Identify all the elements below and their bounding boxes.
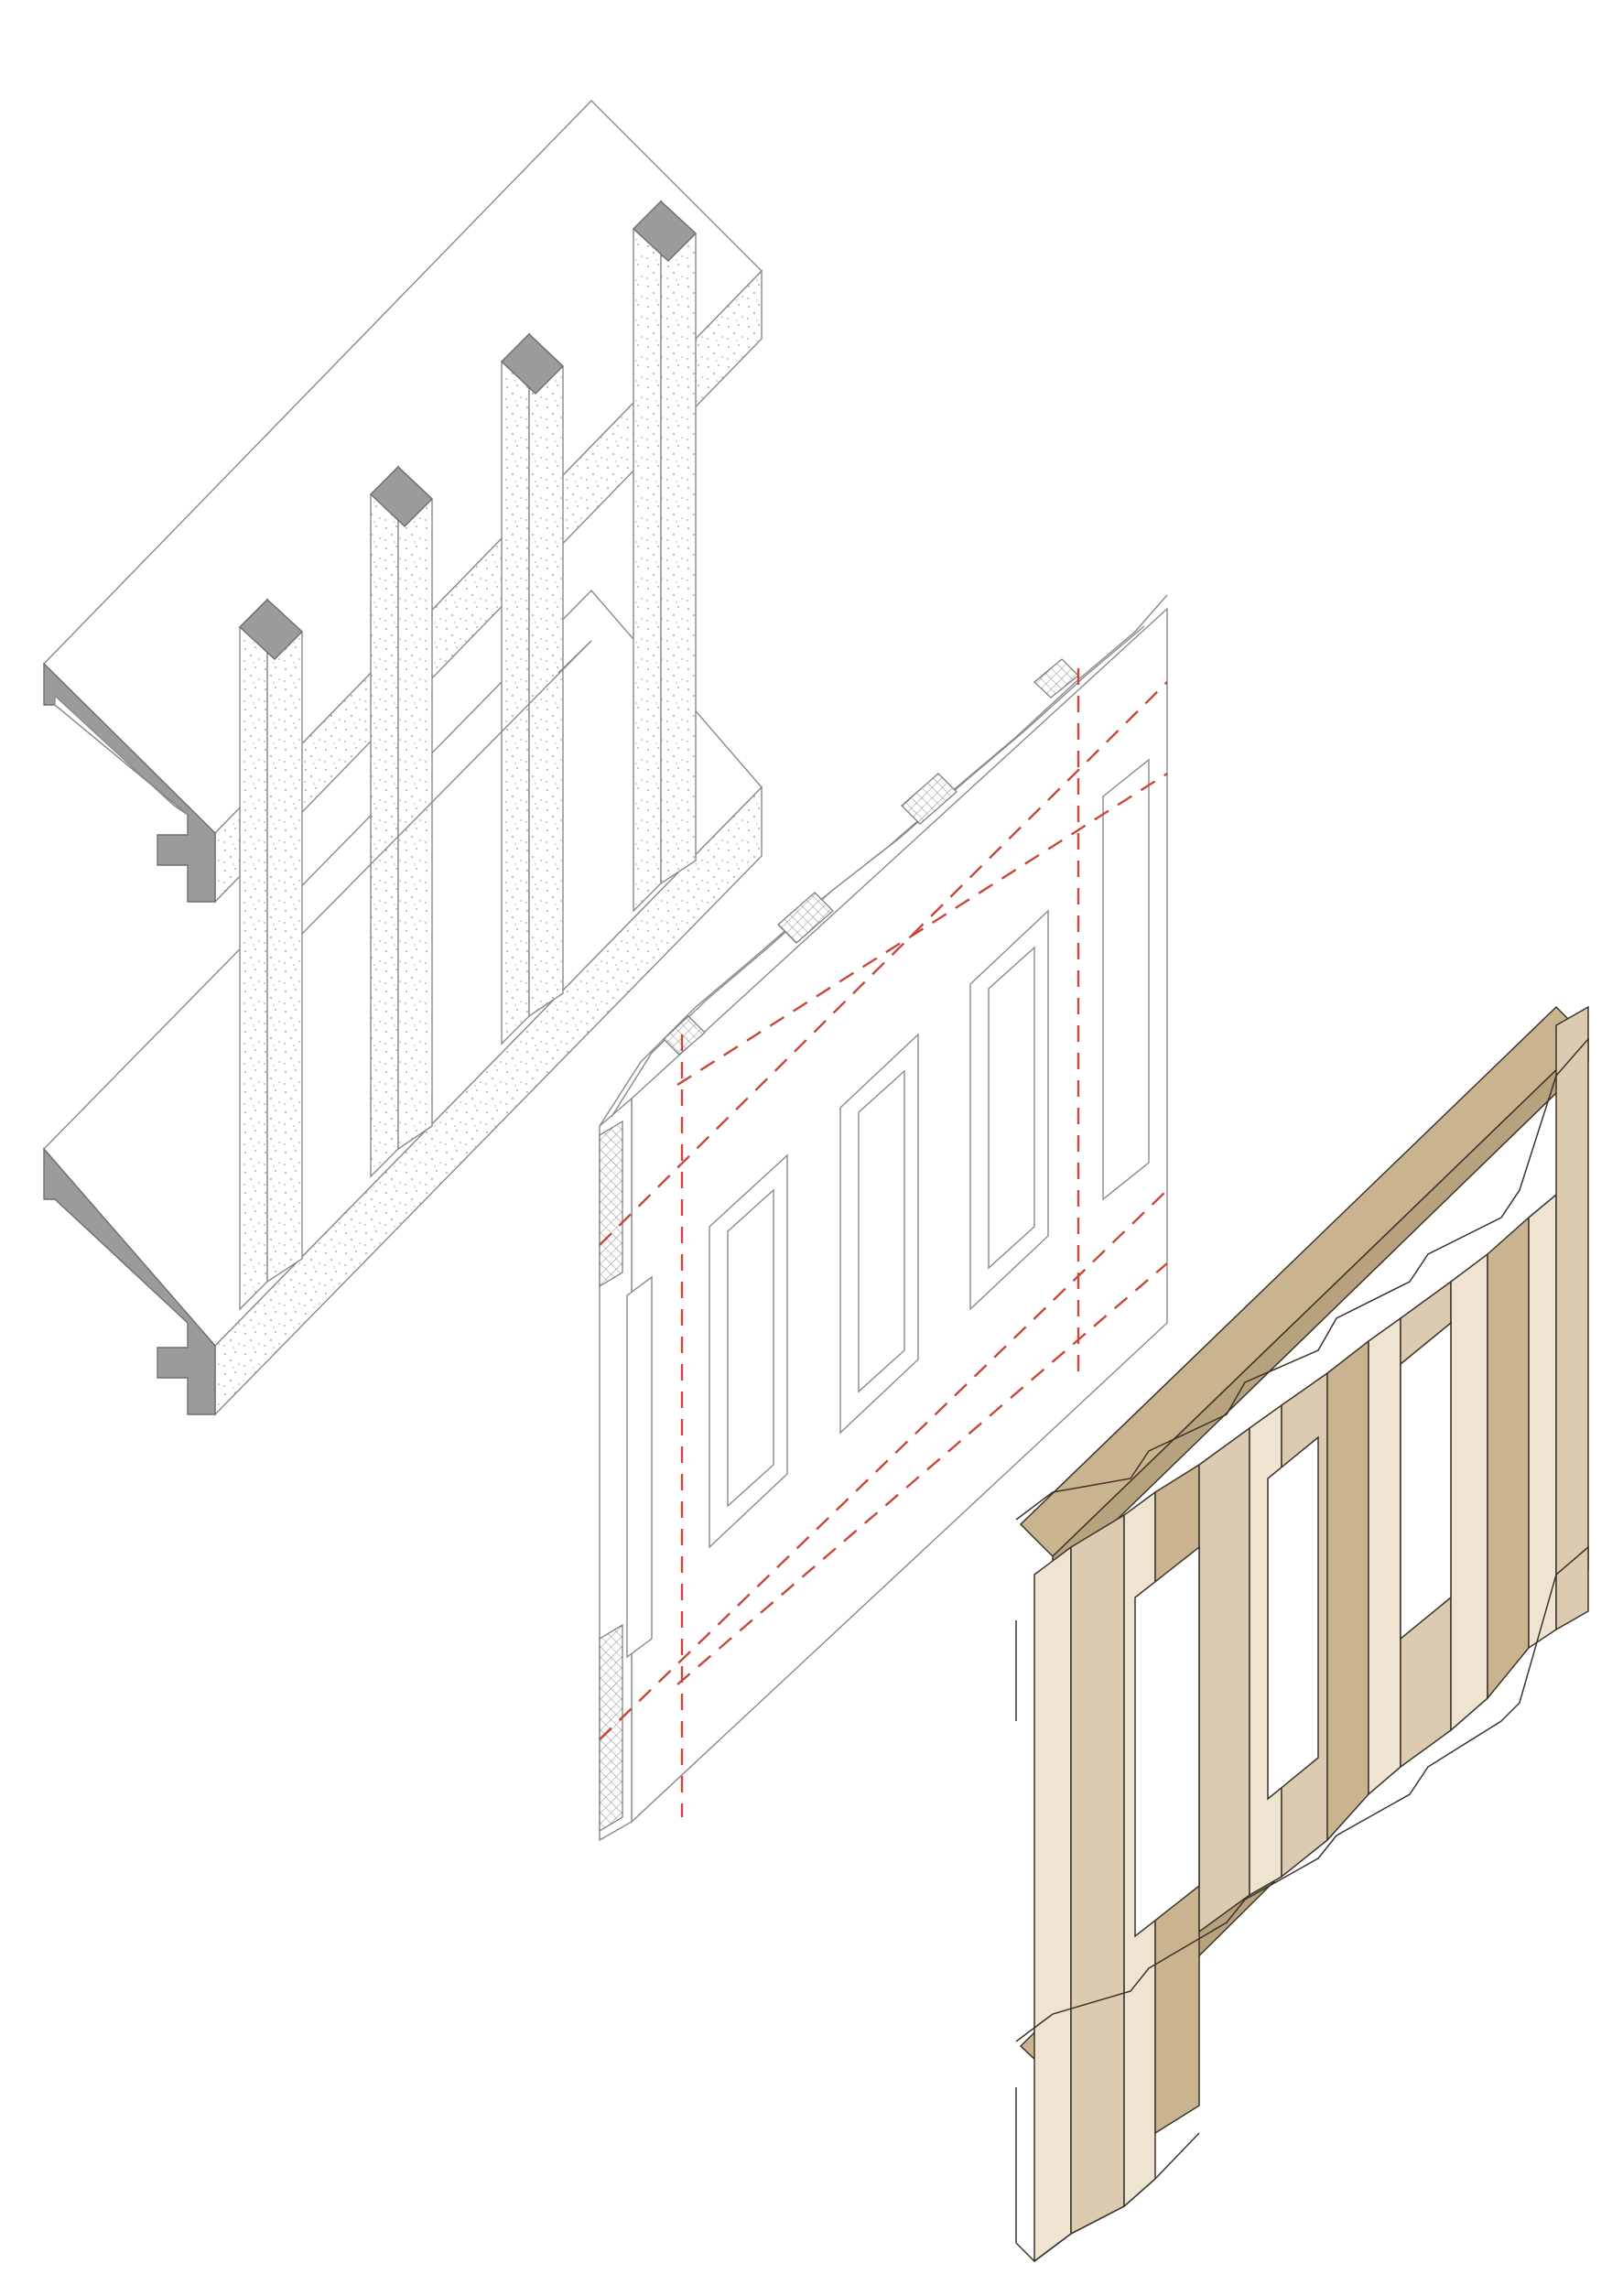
- concrete-frame-layer: [43, 100, 763, 1416]
- panel-window-openings: [626, 758, 1150, 1659]
- cladding-mid-edge: [1015, 1546, 1589, 2042]
- upper-slab-profile: [43, 662, 216, 903]
- lower-slab-profile: [43, 1147, 216, 1415]
- panel-outline-layer: [599, 594, 1168, 1842]
- timber-boards: [1033, 1005, 1589, 2263]
- timber-cladding-layer: [1015, 1005, 1590, 2263]
- concrete-columns: [238, 200, 698, 1311]
- cladding-window-openings: [1134, 1321, 1452, 1938]
- red-dashed-guides: [599, 668, 1168, 1817]
- cladding-top-edge: [1015, 1038, 1589, 1521]
